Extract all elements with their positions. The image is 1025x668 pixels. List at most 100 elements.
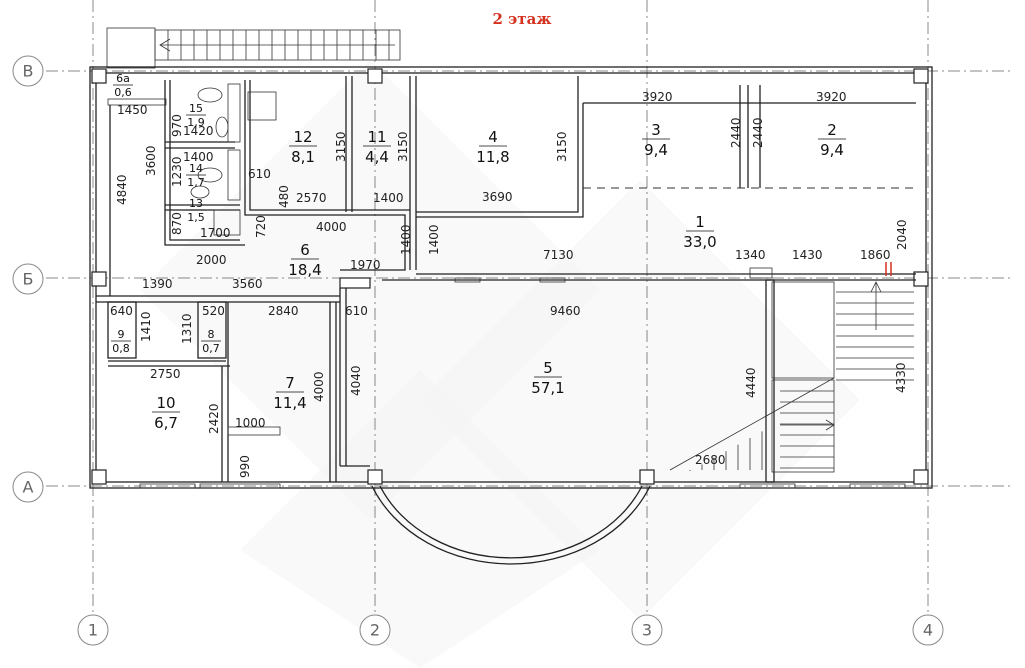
room-area: 33,0 (683, 233, 716, 251)
room-area: 11,4 (273, 394, 306, 412)
dimension-label: 4000 (312, 371, 326, 402)
dimension-label: 990 (238, 455, 252, 478)
sink-icon (190, 185, 210, 199)
room-number: 6а (116, 72, 130, 85)
watermark (140, 60, 860, 668)
room-label: 80,7 (201, 328, 221, 355)
room-area: 1,7 (187, 176, 205, 189)
top-stair (106, 27, 401, 69)
dimension-label: 1230 (170, 156, 184, 187)
room-area: 1,9 (187, 116, 205, 129)
dimension-label: 1420 (183, 124, 214, 138)
dimension-label: 720 (254, 215, 268, 238)
dimension-label: 1400 (399, 224, 413, 255)
toilet-icon (197, 87, 223, 103)
room-label: 151,9 (186, 102, 206, 129)
dimension-label: 1340 (735, 248, 766, 262)
dimension-label: 2000 (196, 253, 227, 267)
room-number: 7 (285, 374, 295, 392)
room-number: 1 (695, 213, 705, 231)
dimension-label: 1430 (792, 248, 823, 262)
room-label: 39,4 (642, 121, 670, 159)
dimension-label: 610 (248, 167, 271, 181)
dimension-label: 1310 (180, 313, 194, 344)
room-area: 9,4 (820, 141, 844, 159)
room-label: 114,4 (363, 128, 391, 166)
room-number: 5 (543, 359, 553, 377)
dimension-label: 640 (110, 304, 133, 318)
dimension-label: 1700 (200, 226, 231, 240)
dimension-label: 4840 (115, 174, 129, 205)
sanitary-fixtures (190, 87, 277, 236)
room-number: 13 (189, 197, 203, 210)
room-area: 1,5 (187, 211, 205, 224)
dimension-label: 3690 (482, 190, 513, 204)
dimension-label: 1410 (139, 311, 153, 342)
dimension-label: 2840 (268, 304, 299, 318)
room-area: 0,7 (202, 342, 220, 355)
bay-window (371, 485, 651, 565)
room-label: 618,4 (288, 241, 321, 279)
dimension-label: 970 (170, 114, 184, 137)
dimension-label: 3920 (816, 90, 847, 104)
room-number: 10 (156, 394, 175, 412)
room-area: 4,4 (365, 148, 389, 166)
room-area: 9,4 (644, 141, 668, 159)
room-label: 106,7 (152, 394, 180, 432)
room-label: 711,4 (273, 374, 306, 412)
axis-marker-col-4: 4 (912, 614, 944, 646)
dimension-label: 2420 (207, 403, 221, 434)
room-labels: 6а0,6151,9141,7131,5128,1114,4411,839,42… (111, 72, 846, 432)
axis-marker-row-a: А (12, 471, 44, 503)
grid-lines (46, 0, 1010, 612)
dimension-label: 3920 (642, 90, 673, 104)
room-label: 141,7 (186, 162, 206, 189)
dimension-label: 1400 (427, 224, 441, 255)
floor-title: 2 этаж (493, 10, 552, 28)
sink-icon (215, 116, 229, 138)
room-area: 0,6 (114, 86, 132, 99)
dimension-label: 610 (345, 304, 368, 318)
outer-walls (89, 66, 933, 489)
axis-label: 3 (642, 621, 652, 640)
axis-label: В (23, 62, 34, 81)
room-number: 2 (827, 121, 837, 139)
room-number: 15 (189, 102, 203, 115)
dimension-label: 1860 (860, 248, 891, 262)
dimension-label: 4040 (349, 365, 363, 396)
axis-marker-col-3: 3 (631, 614, 663, 646)
dimension-label: 2440 (729, 117, 743, 148)
dimension-label: 480 (277, 185, 291, 208)
room-number: 6 (300, 241, 310, 259)
dimension-label: 2040 (895, 219, 909, 250)
interior-walls (96, 76, 916, 489)
room-label: 131,5 (186, 197, 206, 224)
axis-label: А (23, 478, 34, 497)
dimension-label: 1400 (183, 150, 214, 164)
room-label: 133,0 (683, 213, 716, 251)
dimension-label: 3150 (334, 131, 348, 162)
room-number: 12 (293, 128, 312, 146)
dimension-label: 3560 (232, 277, 263, 291)
room-label: 557,1 (531, 359, 564, 397)
room-label: 90,8 (111, 328, 131, 355)
axis-marker-row-b: Б (12, 263, 44, 295)
axis-marker-col-1: 1 (77, 614, 109, 646)
dimension-label: 4000 (316, 220, 347, 234)
dimension-label: 1000 (235, 416, 266, 430)
room-number: 9 (118, 328, 125, 341)
dimension-label: 9460 (550, 304, 581, 318)
dimension-label: 3150 (555, 131, 569, 162)
dimension-label: 2750 (150, 367, 181, 381)
room-label: 29,4 (818, 121, 846, 159)
dimension-label: 1400 (373, 191, 404, 205)
room-number: 8 (208, 328, 215, 341)
dimension-label: 2680 (695, 453, 726, 467)
dimension-label: 3600 (144, 145, 158, 176)
room-number: 3 (651, 121, 661, 139)
dimension-label: 2570 (296, 191, 327, 205)
dimension-label: 3150 (396, 131, 410, 162)
dimension-label: 520 (202, 304, 225, 318)
room-number: 11 (367, 128, 386, 146)
